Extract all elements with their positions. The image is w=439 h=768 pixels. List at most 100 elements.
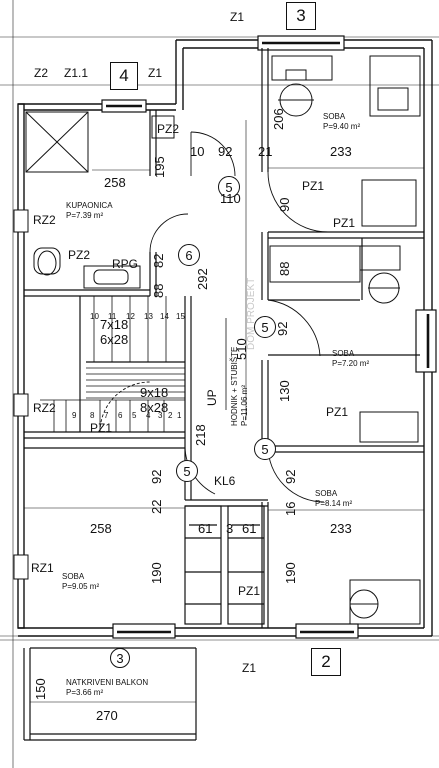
- dimension: 3: [226, 521, 234, 536]
- stair-spec: 7x18: [100, 317, 129, 332]
- window-tag-z1-1: Z1.1: [64, 66, 89, 80]
- door-swings: [99, 131, 329, 503]
- dimension: 88: [151, 283, 166, 298]
- dimension: 61: [242, 521, 257, 536]
- dimension: 195: [152, 156, 167, 178]
- section-mark-left: 4: [110, 62, 138, 90]
- stair-number: 12: [126, 312, 135, 321]
- dimension: 16: [283, 501, 298, 516]
- section-mark-bottom: 2: [311, 648, 341, 676]
- door-tag-pz1-e: PZ1: [238, 584, 261, 598]
- room-name: SOBA: [332, 349, 355, 358]
- room-name: SOBA: [323, 112, 346, 121]
- dimension: 21: [258, 144, 273, 159]
- room-area: P=9.05 m²: [62, 582, 100, 591]
- stair-direction-label: UP: [205, 389, 219, 406]
- stair-number: 3: [158, 411, 163, 420]
- stair-number: 4: [146, 411, 151, 420]
- room-name: KUPAONICA: [66, 201, 113, 210]
- dimension: 292: [195, 268, 210, 290]
- stair-spec: 6x28: [100, 332, 129, 347]
- room-label-balcony: NATKRIVENI BALKON P=3.66 m²: [66, 678, 148, 698]
- room-area: P=7.20 m²: [332, 359, 370, 368]
- interior-walls: [24, 48, 424, 628]
- dimension: 510: [234, 338, 249, 360]
- balcony-circle-mark: 3: [110, 648, 130, 668]
- balcony-outline: [23, 647, 197, 741]
- dimension: 92: [218, 144, 233, 159]
- room-label-bottom-left: SOBA P=9.05 m²: [62, 572, 99, 592]
- door-tag-pz2-bath: PZ2: [157, 122, 180, 136]
- window-tag-z1: Z1: [148, 66, 163, 80]
- circle-mark-3: 5: [254, 316, 276, 338]
- dimension: 190: [283, 562, 298, 584]
- dimension: 258: [104, 175, 126, 190]
- stair-number: 11: [108, 312, 117, 321]
- stairs: [40, 296, 227, 432]
- dimension: 130: [277, 380, 292, 402]
- dimension: 233: [330, 521, 352, 536]
- window-tag-z1-top: Z1: [230, 10, 245, 24]
- circle-mark-5: 5: [254, 438, 276, 460]
- dimension: 22: [149, 499, 164, 514]
- room-label-top-right: SOBA P=9.40 m²: [323, 112, 360, 132]
- stair-spec: 9x18: [140, 385, 169, 400]
- windows: [13, 35, 437, 639]
- furniture: [269, 55, 421, 625]
- bathroom-fixtures: [25, 111, 175, 289]
- dimension: 92: [283, 469, 298, 484]
- window-tag-rz2-b: RZ2: [33, 401, 56, 415]
- dimension: 10: [190, 144, 205, 159]
- door-tag-rpg: RPG: [112, 257, 139, 271]
- room-area: P=8.14 m²: [315, 499, 353, 508]
- section-mark-top: 3: [286, 2, 316, 30]
- dimension: 82: [151, 253, 166, 268]
- window-tag-z2: Z2: [34, 66, 49, 80]
- dimension: 88: [277, 261, 292, 276]
- circle-mark-2: 6: [178, 244, 200, 266]
- room-name: SOBA: [315, 489, 338, 498]
- stair-number: 8: [90, 411, 95, 420]
- door-tag-pz1-d: PZ1: [90, 421, 113, 435]
- door-tag-pz1-a: PZ1: [302, 179, 325, 193]
- window-tag-rz2-a: RZ2: [33, 213, 56, 227]
- stair-number: 9: [72, 411, 77, 420]
- dimension: 61: [198, 521, 213, 536]
- window-tag-z1-bottom: Z1: [242, 661, 257, 675]
- dimension: 206: [271, 108, 286, 130]
- door-tag-pz2-wc: PZ2: [68, 248, 91, 262]
- stair-number: 13: [144, 312, 153, 321]
- dimension: 190: [149, 562, 164, 584]
- room-area: P=7.39 m²: [66, 211, 104, 220]
- room-name: NATKRIVENI BALKON: [66, 678, 149, 687]
- circle-mark-1: 5: [218, 176, 240, 198]
- door-tag-kl6: KL6: [214, 474, 236, 488]
- dimension: 150: [33, 678, 48, 700]
- dimension: 92: [149, 469, 164, 484]
- stair-number: 5: [132, 411, 137, 420]
- stair-number: 1: [177, 411, 182, 420]
- room-label-mid-right: SOBA P=7.20 m²: [332, 349, 369, 369]
- door-tag-pz1-c: PZ1: [326, 405, 349, 419]
- room-label-bathroom: KUPAONICA P=7.39 m²: [66, 201, 113, 221]
- room-area: P=9.40 m²: [323, 122, 361, 131]
- room-label-bottom-right: SOBA P=8.14 m²: [315, 489, 352, 509]
- stair-number: 15: [176, 312, 185, 321]
- dimension: 92: [275, 321, 290, 336]
- stair-spec: 8x28: [140, 400, 169, 415]
- dimension: 110: [220, 191, 241, 206]
- dimension: 233: [330, 144, 352, 159]
- window-tag-rz1: RZ1: [31, 561, 54, 575]
- stair-number: 10: [90, 312, 99, 321]
- stair-number: 7: [104, 411, 109, 420]
- stair-number: 14: [160, 312, 169, 321]
- stair-number: 2: [168, 411, 173, 420]
- room-name: SOBA: [62, 572, 85, 581]
- dimension: 270: [96, 708, 118, 723]
- room-area: P=3.66 m²: [66, 688, 104, 697]
- dimension: 258: [90, 521, 112, 536]
- dimension-lines: [24, 120, 424, 703]
- stair-number: 6: [118, 411, 123, 420]
